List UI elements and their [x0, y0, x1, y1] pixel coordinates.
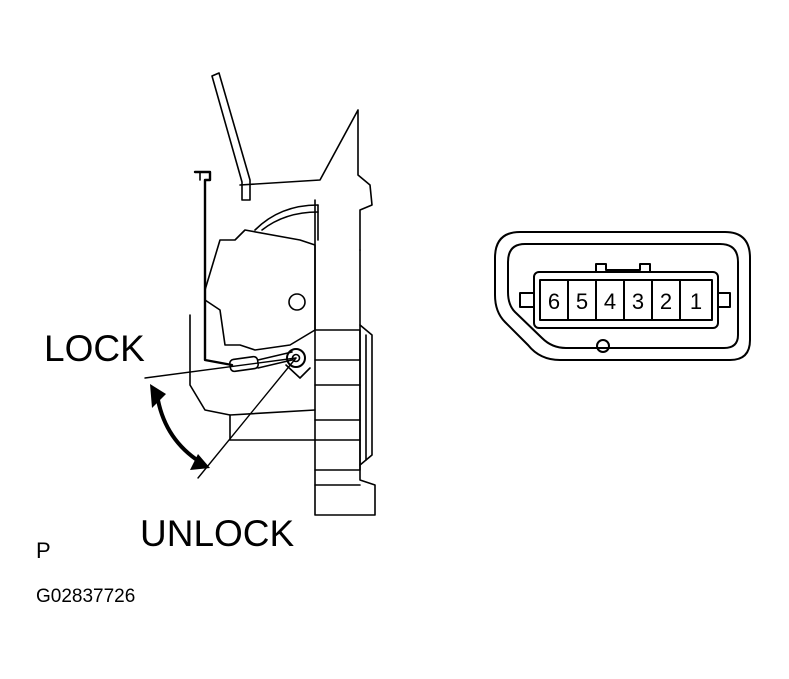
arrow-head-bottom [190, 454, 210, 470]
connector-inner-shell [507, 243, 739, 349]
connector [494, 231, 751, 361]
connector-key-hole [596, 339, 610, 353]
pin-3: 3 [632, 289, 644, 314]
unlock-reference-line [197, 357, 297, 479]
motion-indicators [144, 357, 297, 479]
arrow-head-top [150, 384, 166, 408]
pin-6: 6 [548, 289, 560, 314]
pin-4: 4 [604, 289, 616, 314]
lever-pivot [286, 348, 306, 368]
lower-housing [189, 314, 316, 416]
pin-numbers: 6 5 4 3 2 1 [548, 289, 702, 314]
mounting-hole [288, 293, 306, 311]
unlock-label: UNLOCK [140, 513, 295, 554]
position-label: P [36, 538, 51, 563]
lock-actuator-assembly [189, 72, 376, 516]
left-tab [519, 292, 535, 308]
pin-2: 2 [660, 289, 672, 314]
pin-cells [567, 279, 681, 321]
actuator-body [204, 229, 316, 351]
pin-5: 5 [576, 289, 588, 314]
right-tab [717, 292, 731, 308]
lock-unlock-arrow [156, 398, 202, 464]
top-rod [211, 72, 251, 201]
connector-latch [595, 263, 651, 273]
link-rod [193, 170, 234, 367]
lock-reference-line [144, 357, 297, 379]
pin-1: 1 [690, 289, 702, 314]
connector-outer-shell [494, 231, 751, 361]
lock-label: LOCK [44, 328, 145, 369]
figure-code: G02837726 [36, 586, 136, 607]
upper-bracket [239, 109, 373, 251]
rod-clip [229, 355, 259, 373]
